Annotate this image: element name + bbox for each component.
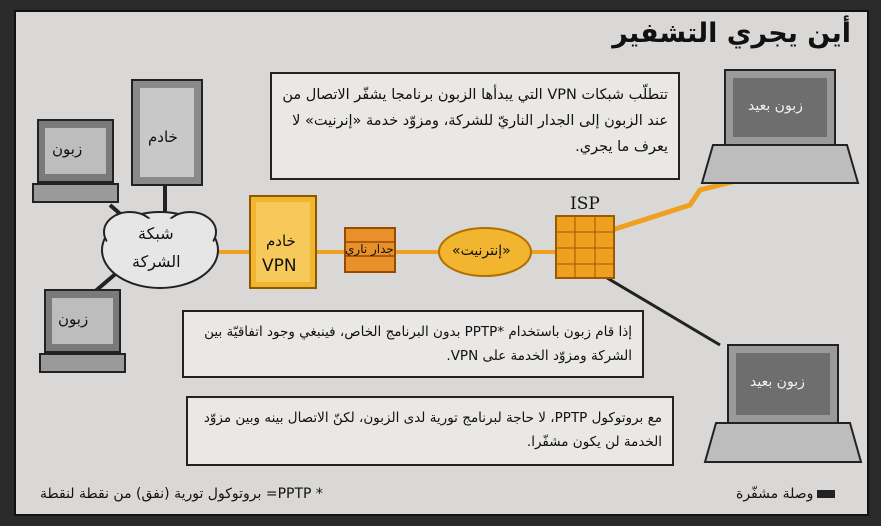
firewall-wall (344, 227, 396, 273)
encrypted-link-label: وصلة مشفّرة (736, 486, 814, 502)
callout-middle: إذا قام زبون باستخدام *PPTP بدون البرنام… (182, 310, 644, 378)
client-computer-bottom (39, 289, 126, 373)
internet-label: «إنترنيت» (452, 243, 511, 259)
callout-bottom-text: مع بروتوكول PPTP، لا حاجة لبرنامج تورية … (203, 410, 662, 450)
client-computer-top (32, 119, 119, 203)
company-network-label-1: شبكة (138, 224, 174, 243)
vpn-server-label-2: VPN (262, 256, 297, 276)
legend-footnote: * PPTP= بروتوكول تورية (نفق) من نقطة لنق… (40, 486, 323, 502)
encrypted-link-lightning (611, 177, 741, 233)
company-network-label-2: الشركة (132, 252, 181, 271)
vpn-server (249, 195, 317, 289)
remote-laptop-bottom (703, 344, 863, 463)
encrypted-link-swatch (817, 490, 836, 498)
diagram-title: أين يجري التشفير (612, 18, 851, 49)
legend-encrypted-link: وصلة مشفّرة (736, 486, 836, 502)
remote-client-label-top: زبون بعيد (748, 98, 803, 114)
isp-label: ISP (570, 194, 600, 214)
client-label-top: زبون (52, 140, 83, 158)
firewall-label: جدار ناري (345, 242, 394, 256)
vpn-server-label-1: خادم (266, 232, 296, 250)
remote-client-label-bottom: زبون بعيد (750, 374, 805, 390)
isp-building (555, 215, 615, 279)
remote-laptop-top (700, 69, 860, 184)
callout-top-text: تتطلّب شبكات VPN التي يبدأها الزبون برنا… (282, 87, 668, 155)
server-tower (131, 79, 203, 186)
internet-cloud (438, 227, 532, 277)
client-label-bottom: زبون (58, 310, 89, 328)
callout-middle-text: إذا قام زبون باستخدام *PPTP بدون البرنام… (204, 324, 632, 364)
company-network-cloud (101, 211, 219, 289)
callout-bottom: مع بروتوكول PPTP، لا حاجة لبرنامج تورية … (186, 396, 674, 466)
callout-top: تتطلّب شبكات VPN التي يبدأها الزبون برنا… (270, 72, 680, 180)
server-label: خادم (148, 128, 178, 146)
